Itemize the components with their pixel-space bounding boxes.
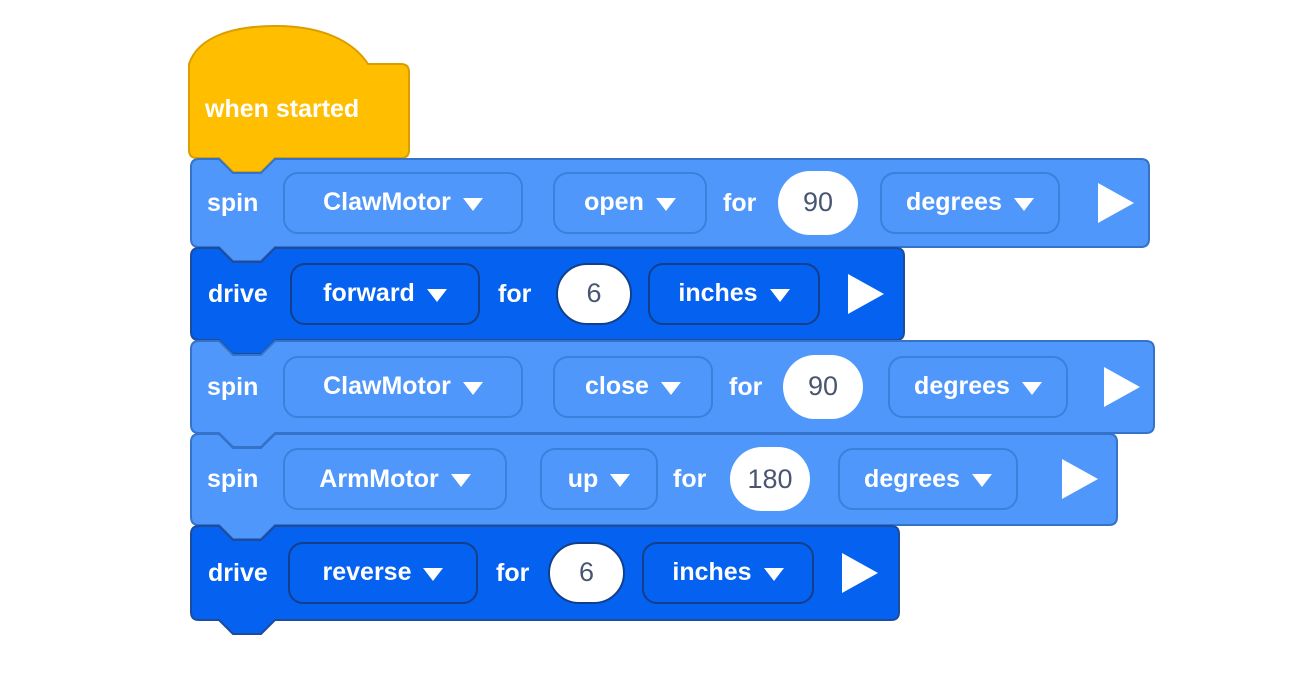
for-label: for (496, 558, 530, 587)
unit-dropdown-value: degrees (864, 464, 960, 493)
motor-dropdown-value: ClawMotor (323, 188, 451, 216)
value-text: 90 (802, 187, 834, 217)
block-drive-forward[interactable]: drive forward for 6 inches (190, 247, 905, 355)
for-label: for (723, 188, 757, 217)
motor-dropdown[interactable]: ClawMotor (283, 355, 523, 418)
for-label: for (729, 372, 763, 401)
unit-dropdown-value: degrees (906, 188, 1002, 216)
value-input[interactable]: 6 (548, 541, 625, 604)
motor-dropdown[interactable]: ClawMotor (283, 171, 523, 234)
chevron-down-icon (769, 288, 790, 302)
for-label: for (673, 465, 707, 493)
direction-dropdown[interactable]: reverse (288, 541, 478, 604)
action-dropdown[interactable]: up (540, 448, 658, 510)
unit-dropdown[interactable]: inches (648, 262, 820, 325)
direction-dropdown-value: reverse (322, 558, 412, 586)
value-text: 90 (807, 371, 839, 401)
unit-dropdown-value: inches (678, 279, 758, 307)
block-verb-label: drive (208, 558, 268, 587)
chevron-down-icon (450, 474, 471, 487)
chevron-down-icon (462, 197, 483, 211)
value-input[interactable]: 6 (556, 262, 632, 325)
block-spin-clawmotor-open[interactable]: spin ClawMotor open for 90 degrees (190, 158, 1150, 262)
for-label: for (498, 279, 532, 308)
value-input[interactable]: 90 (778, 170, 858, 235)
block-spin-clawmotor-close[interactable]: spin ClawMotor close for 90 degrees (190, 340, 1155, 448)
direction-dropdown[interactable]: forward (290, 262, 480, 325)
block-verb-label: spin (207, 465, 259, 493)
chevron-down-icon (462, 381, 483, 395)
block-shape (188, 24, 410, 173)
chevron-down-icon (655, 197, 676, 211)
motor-dropdown-value: ClawMotor (323, 372, 451, 400)
direction-dropdown-value: forward (323, 279, 415, 307)
action-dropdown-value: up (567, 464, 599, 493)
chevron-down-icon (610, 474, 631, 487)
block-when-started[interactable]: when started (188, 24, 410, 173)
play-icon[interactable] (1062, 459, 1098, 499)
unit-dropdown-value: degrees (914, 372, 1010, 400)
action-dropdown-value: open (584, 188, 644, 216)
value-input[interactable]: 180 (730, 447, 810, 511)
action-dropdown-value: close (585, 372, 649, 400)
block-drive-reverse[interactable]: drive reverse for 6 inches (190, 525, 900, 635)
chevron-down-icon (426, 288, 447, 302)
chevron-down-icon (660, 381, 681, 395)
value-text: 6 (578, 557, 595, 587)
hat-block-label: when started (205, 95, 360, 123)
block-verb-label: drive (208, 279, 268, 308)
value-text: 180 (747, 463, 793, 494)
action-dropdown[interactable]: open (553, 171, 707, 234)
chevron-down-icon (763, 567, 784, 581)
motor-dropdown-value: ArmMotor (319, 464, 439, 493)
value-text: 6 (586, 278, 602, 308)
value-input[interactable]: 90 (783, 354, 863, 419)
block-shape (190, 525, 900, 635)
chevron-down-icon (971, 474, 992, 487)
play-icon[interactable] (848, 273, 884, 314)
play-icon[interactable] (842, 552, 878, 593)
unit-dropdown[interactable]: degrees (838, 448, 1018, 510)
action-dropdown[interactable]: close (553, 355, 713, 418)
block-spin-armmotor-up[interactable]: spin ArmMotor up for 180 degrees (190, 433, 1118, 540)
block-shape (190, 433, 1118, 540)
unit-dropdown[interactable]: degrees (888, 355, 1068, 418)
chevron-down-icon (1013, 197, 1034, 211)
unit-dropdown[interactable]: degrees (880, 171, 1060, 234)
chevron-down-icon (423, 567, 444, 581)
motor-dropdown[interactable]: ArmMotor (283, 448, 507, 510)
block-verb-label: spin (207, 188, 259, 217)
chevron-down-icon (1021, 381, 1042, 395)
play-icon[interactable] (1104, 366, 1140, 407)
play-icon[interactable] (1098, 182, 1134, 223)
block-verb-label: spin (207, 372, 259, 401)
unit-dropdown[interactable]: inches (642, 541, 814, 604)
unit-dropdown-value: inches (672, 558, 752, 586)
